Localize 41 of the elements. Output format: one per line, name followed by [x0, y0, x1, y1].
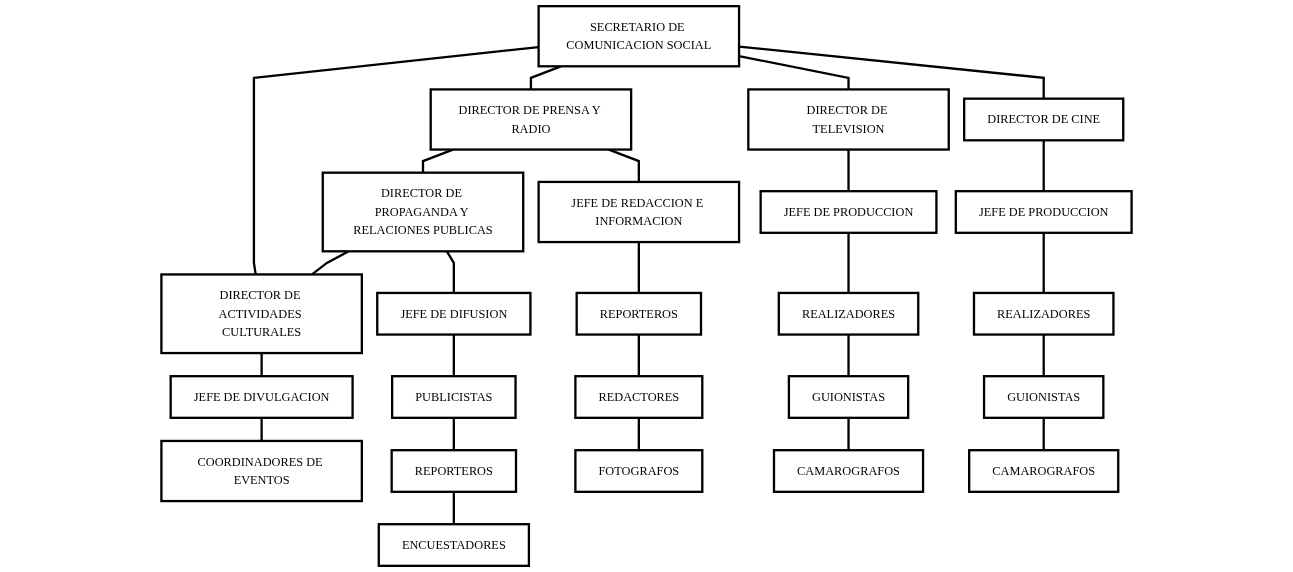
connector: [452, 491, 455, 525]
node-box: GUIONISTAS: [982, 375, 1105, 419]
connector: [637, 334, 640, 377]
node-box: JEFE DE PRODUCCION: [759, 190, 938, 234]
connector: [452, 417, 455, 451]
node-box: DIRECTOR DE PROPAGANDA Y RELACIONES PUBLICAS: [321, 171, 525, 253]
node-box: FOTOGRAFOS: [574, 449, 704, 493]
node-box: GUIONISTAS: [787, 375, 910, 419]
node-box: SECRETARIO DE COMUNICACION SOCIAL: [537, 5, 741, 68]
connector: [637, 242, 640, 293]
connector: [637, 417, 640, 451]
node-box: REPORTEROS: [390, 449, 518, 493]
connector: [260, 417, 263, 441]
connector: [252, 45, 539, 275]
node-box: REALIZADORES: [777, 291, 920, 336]
connector: [847, 149, 850, 192]
connector: [260, 353, 263, 377]
connector: [847, 232, 850, 293]
node-box: CAMAROGRAFOS: [772, 449, 925, 493]
connector: [847, 334, 850, 377]
connector: [1042, 232, 1045, 293]
node-box: JEFE DE PRODUCCION: [954, 190, 1133, 234]
node-box: JEFE DE DIVULGACION: [169, 375, 354, 419]
node-box: REPORTEROS: [575, 291, 703, 336]
node-box: REALIZADORES: [972, 291, 1115, 336]
node-box: JEFE DE DIFUSION: [376, 291, 532, 336]
node-box: JEFE DE REDACCION E INFORMACION: [537, 180, 741, 244]
connector: [452, 334, 455, 377]
node-box: COORDINADORES DE EVENTOS: [160, 439, 363, 503]
node-box: PUBLICISTAS: [390, 375, 517, 419]
connector: [1042, 140, 1045, 192]
node-box: DIRECTOR DE TELEVISION: [747, 88, 950, 151]
node-box: DIRECTOR DE CINE: [963, 97, 1125, 142]
node-box: REDACTORES: [574, 375, 704, 419]
node-box: DIRECTOR DE ACTIVIDADES CULTURALES: [160, 273, 363, 355]
node-box: ENCUESTADORES: [377, 523, 531, 567]
connector: [1042, 417, 1045, 451]
connector: [1042, 334, 1045, 377]
connector: [847, 417, 850, 451]
node-box: DIRECTOR DE PRENSA Y RADIO: [429, 88, 633, 151]
node-box: CAMAROGRAFOS: [968, 449, 1120, 493]
